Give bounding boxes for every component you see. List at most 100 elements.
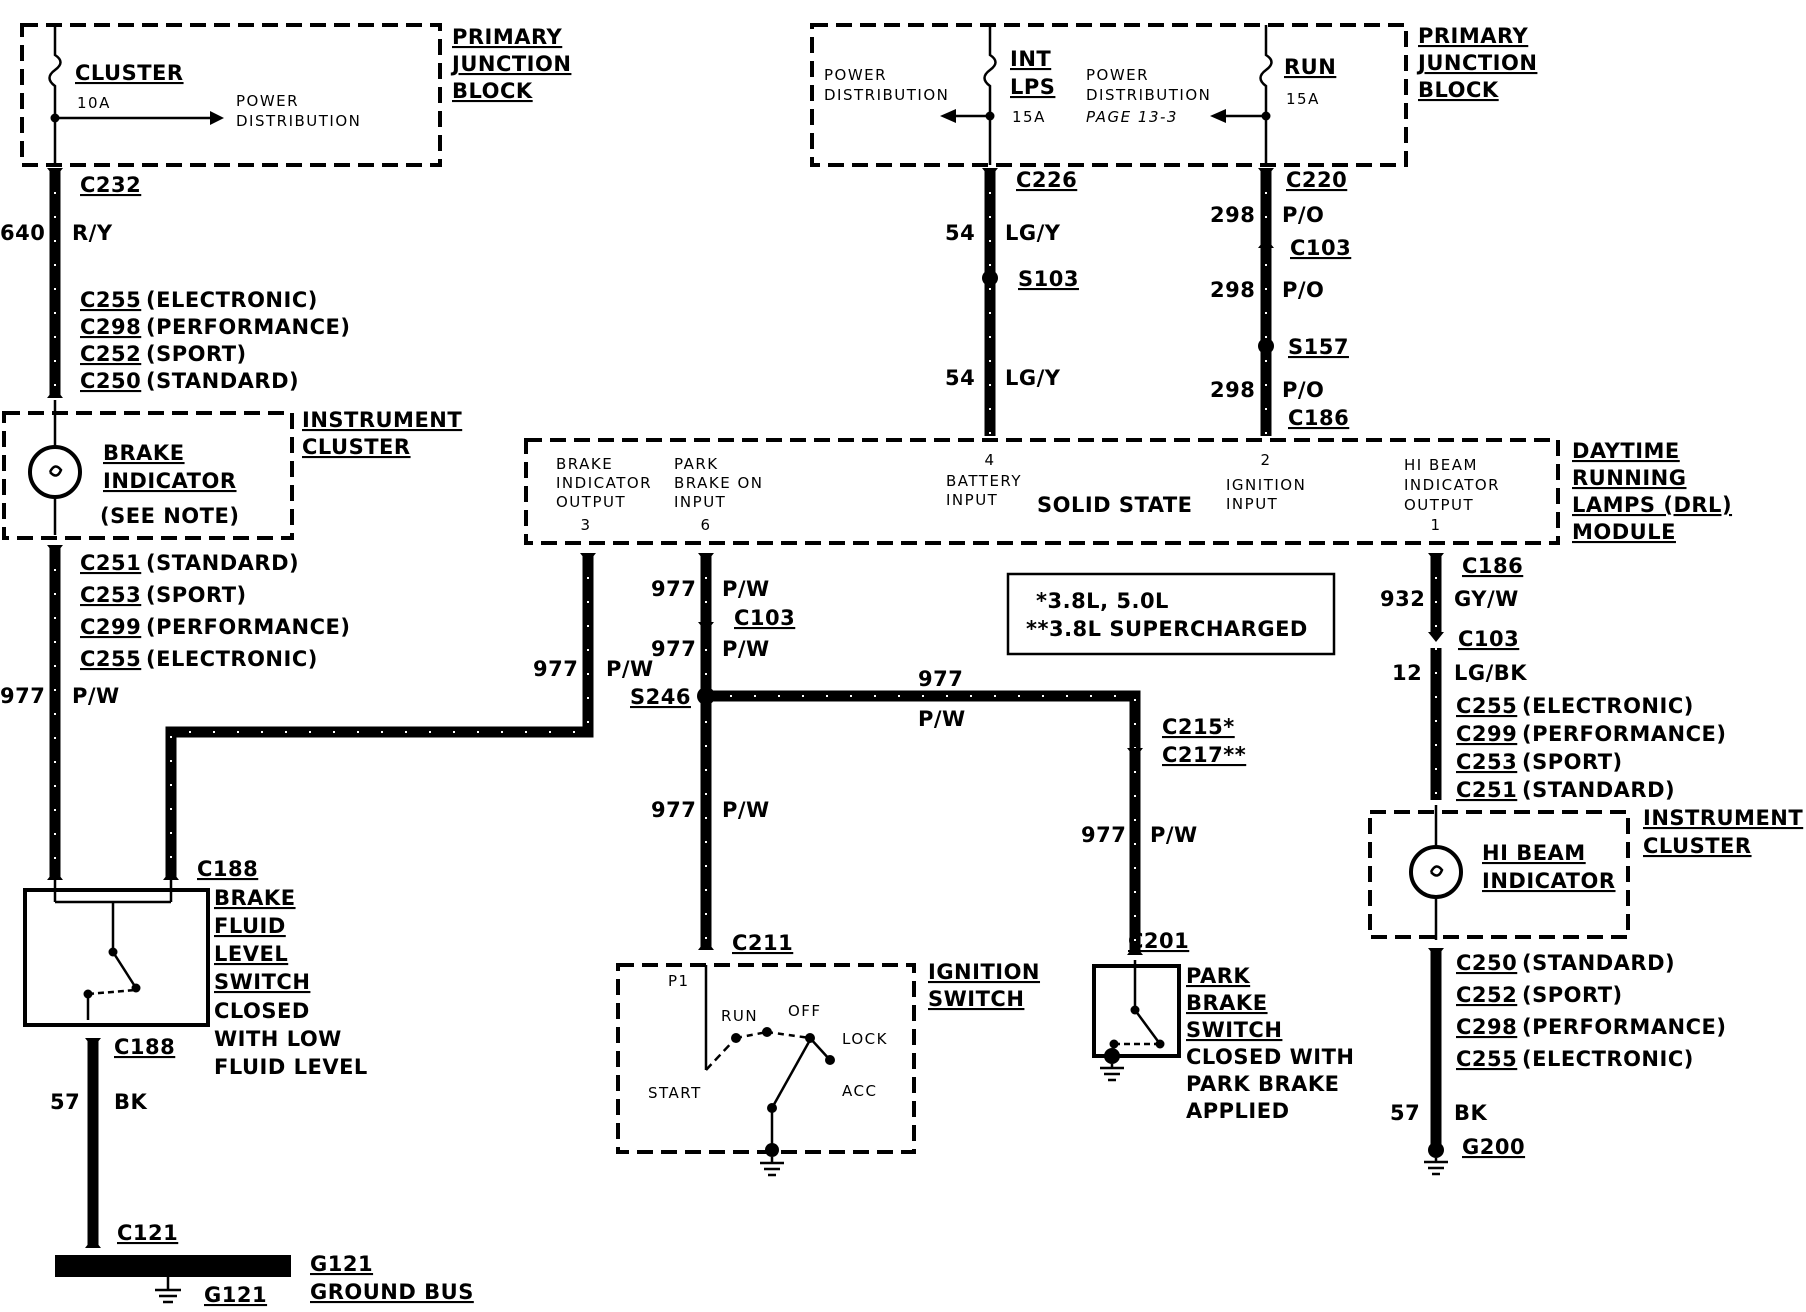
see-note-label: (SEE NOTE) (100, 504, 239, 528)
lps-label: LPS (1010, 75, 1055, 99)
hb-bot-c298-desc: (PERFORMANCE) (1522, 1015, 1726, 1039)
g121-ground-icon (155, 1277, 181, 1304)
instrument-cluster-right-border (1368, 810, 1630, 939)
wire-977-pw-park (706, 690, 1141, 955)
s157-label: S157 (1288, 335, 1349, 359)
right-pjb-title-2: JUNCTION (1416, 51, 1537, 75)
right-primary-junction-block: PRIMARY JUNCTION BLOCK INT LPS 15A POWER… (810, 23, 1537, 167)
color-po-a: P/O (1282, 203, 1324, 227)
right-pjb-title-3: BLOCK (1418, 78, 1499, 102)
hb-top-c255-desc: (ELECTRONIC) (1522, 694, 1694, 718)
left-wire-run: C232 640 R/Y C255 (ELECTRONIC) C298 (PER… (0, 168, 350, 880)
left-power-dist-1: POWER (236, 92, 299, 110)
left-pjb-border (20, 23, 442, 167)
c251-bot-desc: (STANDARD) (146, 551, 299, 575)
right-pjb-border (810, 23, 1408, 167)
circuit-977-e: 977 (1081, 823, 1126, 847)
ignition-pin-p1: P1 (668, 972, 690, 990)
c250-top-id: C250 (80, 369, 141, 393)
color-pw-a: P/W (722, 577, 770, 601)
pin1-line2: INDICATOR (1404, 476, 1500, 494)
engine-note-box: *3.8L, 5.0L **3.8L SUPERCHARGED (1006, 572, 1336, 656)
cluster-fuse-symbol (48, 25, 62, 165)
color-ry: R/Y (72, 221, 113, 245)
right-power-mid-1: POWER (1086, 66, 1149, 84)
right-power-left-2: DISTRIBUTION (824, 86, 949, 104)
c252-top-desc: (SPORT) (146, 342, 247, 366)
hb-top-c299-id: C299 (1456, 722, 1517, 746)
pbs-desc-1: CLOSED WITH (1186, 1045, 1355, 1069)
pbs-desc-2: PARK BRAKE (1186, 1072, 1340, 1096)
drl-title-2: RUNNING (1572, 466, 1687, 490)
pin4-line2: INPUT (946, 491, 998, 509)
brake-indicator-label-1: BRAKE (103, 441, 185, 465)
g121-bus-label-2: GROUND BUS (310, 1280, 474, 1304)
park-brake-ground-icon (1100, 1064, 1124, 1082)
c298-top-desc: (PERFORMANCE) (146, 315, 350, 339)
hb-bot-c250-desc: (STANDARD) (1522, 951, 1675, 975)
bfls-desc-2: WITH LOW (214, 1027, 342, 1051)
c226-label: C226 (1016, 168, 1077, 192)
c217-label: C217** (1162, 743, 1246, 767)
color-pw-e: P/W (1150, 823, 1198, 847)
instrument-cluster-left: BRAKE INDICATOR (SEE NOTE) INSTRUMENT CL… (2, 400, 462, 540)
drl-title-1: DAYTIME (1572, 439, 1680, 463)
drl-module: DAYTIME RUNNING LAMPS (DRL) MODULE SOLID… (524, 438, 1732, 545)
color-lgbk: LG/BK (1454, 661, 1527, 685)
c298-top-id: C298 (80, 315, 141, 339)
hb-bot-c252-id: C252 (1456, 983, 1517, 1007)
c255-top-id: C255 (80, 288, 141, 312)
c186-hb-label: C186 (1462, 554, 1523, 578)
c255-bot-id: C255 (80, 647, 141, 671)
connector-markers (47, 168, 1444, 1248)
pin1-line1: HI BEAM (1404, 456, 1478, 474)
circuit-640: 640 (0, 221, 45, 245)
left-pjb-title-2: JUNCTION (450, 52, 571, 76)
color-pw-pin3: P/W (606, 657, 654, 681)
g121-ground-bus-bar (55, 1255, 291, 1277)
color-pw-c: P/W (918, 707, 966, 731)
left-power-arrow-icon (210, 111, 224, 125)
brake-fluid-switch-contacts (53, 880, 173, 989)
g121-bus-label-1: G121 (310, 1252, 373, 1276)
ignition-switch-wiper (770, 1039, 812, 1109)
hb-top-c253-id: C253 (1456, 750, 1517, 774)
instrument-cluster-left-border (2, 411, 294, 540)
ign-pos-start: START (648, 1084, 702, 1102)
ignition-switch: IGNITION SWITCH P1 RUN OFF LOCK START AC… (616, 960, 1040, 1177)
drl-title-3: LAMPS (DRL) (1572, 493, 1732, 517)
brake-fluid-level-switch: C188 BRAKE FLUID LEVEL SWITCH CLOSED WIT… (23, 857, 474, 1307)
pin2-line1: IGNITION (1226, 476, 1306, 494)
circuit-54-a: 54 (945, 221, 975, 245)
instrument-cluster-left-title-2: CLUSTER (302, 435, 411, 459)
instrument-cluster-right: HI BEAM INDICATOR INSTRUMENT CLUSTER (1368, 805, 1803, 940)
hi-beam-circuit: C186 932 GY/W C103 12 LG/BK C255 (ELECTR… (1380, 553, 1726, 802)
circuit-12: 12 (1392, 661, 1422, 685)
hb-bot-c250-id: C250 (1456, 951, 1517, 975)
ign-pos-acc: ACC (842, 1082, 877, 1100)
circuit-977-b: 977 (651, 637, 696, 661)
int-label: INT (1010, 47, 1051, 71)
circuit-977-a: 977 (651, 577, 696, 601)
left-pjb-title-1: PRIMARY (452, 25, 563, 49)
circuit-977-pin3: 977 (533, 657, 578, 681)
c255-bot-desc: (ELECTRONIC) (146, 647, 318, 671)
mid-power-arrow-icon (1210, 109, 1226, 123)
pbs-title-2: BRAKE (1186, 991, 1268, 1015)
color-po-c: P/O (1282, 378, 1324, 402)
ignition-ground-icon (760, 1157, 784, 1177)
c299-bot-desc: (PERFORMANCE) (146, 615, 350, 639)
right-power-mid-2: DISTRIBUTION (1086, 86, 1211, 104)
pin2-number: 2 (1260, 451, 1271, 469)
c188-top-label: C188 (197, 857, 258, 881)
int-lps-rating: 15A (1012, 108, 1046, 126)
hb-top-c255-id: C255 (1456, 694, 1517, 718)
g121-label: G121 (204, 1283, 267, 1307)
color-bk-right: BK (1454, 1101, 1488, 1125)
pbs-title-1: PARK (1186, 964, 1250, 988)
solid-state-label: SOLID STATE (1037, 493, 1193, 517)
pin6-number: 6 (700, 516, 711, 534)
c250-top-desc: (STANDARD) (146, 369, 299, 393)
bulb-filament-icon (48, 465, 63, 477)
